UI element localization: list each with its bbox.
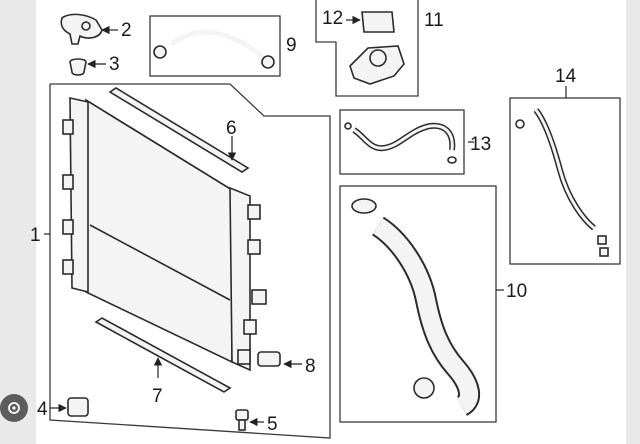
callout-5: 5 [267,414,278,435]
callout-3: 3 [109,54,120,75]
mount-bracket [60,13,118,45]
thermostat-housing-box [315,0,419,97]
callout-9: 9 [286,35,297,56]
callout-4: 4 [37,399,48,420]
callout-7: 7 [152,386,163,407]
callout-2: 2 [121,20,132,41]
overflow-hose-box [509,86,621,265]
radiator-core [62,97,267,372]
callout-13: 13 [470,134,491,155]
bushing [69,58,106,76]
radiator-frame [49,83,331,439]
callout-14: 14 [555,66,577,87]
seal-strip-upper [108,87,250,173]
callout-8: 8 [305,356,316,377]
callout-12: 12 [322,8,343,29]
lower-hose-box [339,185,504,423]
seal-strip-lower [94,317,232,393]
drain-cap [50,397,89,417]
callout-1: 1 [30,225,41,246]
bypass-hose-box [339,109,474,175]
drain-fitting [257,351,302,369]
bolt [235,409,264,431]
lens-glyph [8,402,20,414]
upper-hose-box [149,15,281,77]
callout-11: 11 [424,10,444,31]
lens-search-icon[interactable] [0,394,28,422]
callout-6: 6 [226,118,237,139]
callout-10: 10 [506,281,527,302]
